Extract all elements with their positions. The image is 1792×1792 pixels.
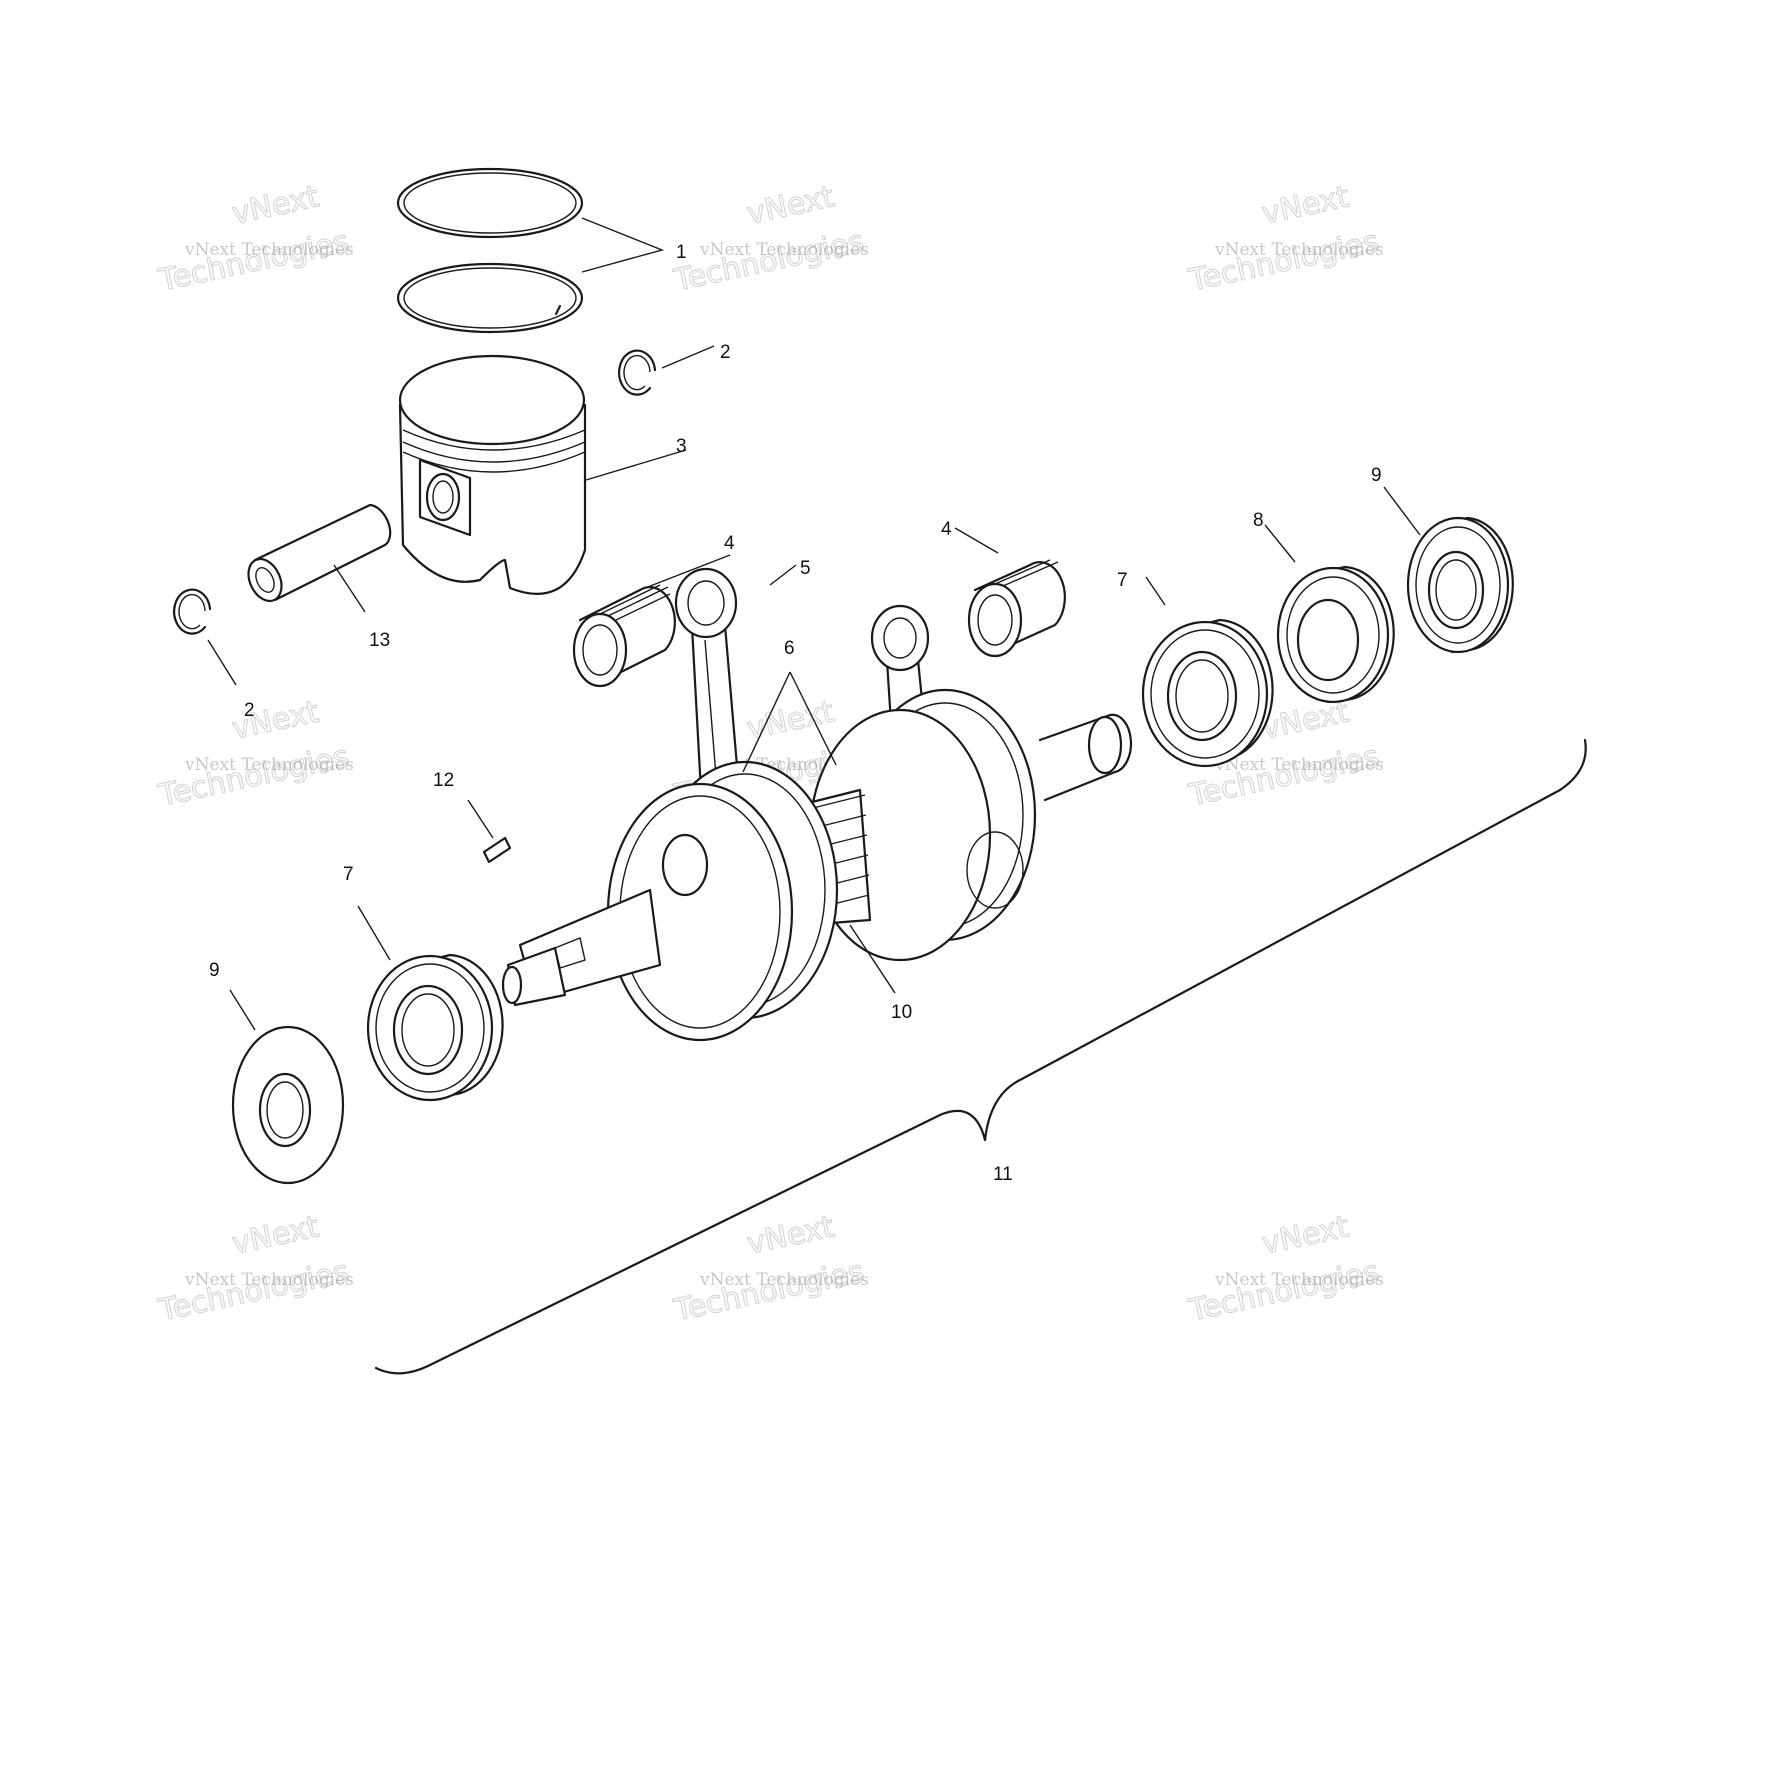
leader-lines (207, 217, 1421, 1031)
watermark-text: Technologies (670, 224, 867, 299)
piston-rings (396, 167, 584, 334)
watermark-text: Technologies (155, 224, 352, 299)
circlip-upper (618, 349, 657, 396)
watermark: vNext Technologies vNext Technologies (155, 179, 354, 299)
callout-8: 8 (1253, 510, 1264, 531)
callout-11: 11 (993, 1164, 1013, 1185)
watermark-text: vNext (229, 694, 322, 747)
watermark-text: Technologies (1185, 224, 1382, 299)
woodruff-key (482, 836, 512, 864)
watermark-text: vNext (1259, 1209, 1352, 1262)
watermark-text: vNext Technologies (184, 240, 354, 260)
oil-seal-left (231, 1025, 345, 1185)
callout-3: 3 (676, 436, 687, 457)
ball-bearing-right (1141, 618, 1274, 768)
watermark: vNext Technologies vNext Technologies (1185, 179, 1384, 299)
watermark: vNext Technologies vNext Technologies (155, 694, 354, 814)
watermark-text: vNext (744, 1209, 837, 1262)
watermark-text: vNext Technologies (1214, 755, 1384, 775)
callout-13: 13 (369, 630, 390, 651)
watermark-text: vNext (229, 179, 322, 232)
callout-2: 2 (720, 342, 731, 363)
circlip-lower (173, 588, 212, 635)
watermark-text: vNext Technologies (1214, 1270, 1384, 1290)
needle-bearing-right (967, 559, 1066, 658)
callout-labels: 1 2 2 3 4 4 5 6 7 7 8 9 9 10 11 12 13 (209, 242, 1382, 1185)
oil-seal-right (1406, 516, 1514, 654)
watermark-text: vNext Technologies (184, 1270, 354, 1290)
callout-6: 6 (784, 638, 795, 659)
bearing-outer (1276, 565, 1395, 704)
ball-bearing-left (366, 953, 504, 1102)
watermark-text: vNext (229, 1209, 322, 1262)
needle-bearing-left (572, 584, 676, 688)
watermark-text: vNext Technologies (699, 1270, 869, 1290)
watermark: vNext Technologies vNext Technologies (670, 179, 869, 299)
callout-7: 7 (1117, 570, 1128, 591)
callout-7: 7 (343, 864, 354, 885)
callout-5: 5 (800, 558, 811, 579)
watermark-text: vNext Technologies (184, 755, 354, 775)
callout-9: 9 (1371, 465, 1382, 486)
assembly-brace (374, 738, 1587, 1375)
watermark-text: vNext (744, 179, 837, 232)
watermark-text: vNext Technologies (699, 240, 869, 260)
watermark-text: Technologies (670, 1254, 867, 1329)
piston (398, 354, 587, 595)
callout-2: 2 (244, 700, 255, 721)
watermark-text: Technologies (155, 739, 352, 814)
watermark-text: vNext Technologies (1214, 240, 1384, 260)
callout-10: 10 (891, 1002, 912, 1023)
watermark: vNext Technologies vNext Technologies (1185, 1209, 1384, 1329)
watermark-text: vNext (1259, 179, 1352, 232)
callout-9: 9 (209, 960, 220, 981)
watermark: vNext Technologies vNext Technologies (155, 1209, 354, 1329)
callout-4: 4 (941, 519, 952, 540)
watermark-text: Technologies (1185, 1254, 1382, 1329)
crankshaft (501, 688, 1133, 1042)
callout-12: 12 (433, 770, 454, 791)
callout-4: 4 (724, 533, 735, 554)
callout-1: 1 (676, 242, 687, 263)
watermark: vNext Technologies vNext Technologies (670, 1209, 869, 1329)
watermark-text: Technologies (155, 1254, 352, 1329)
wrist-pin (247, 503, 392, 603)
